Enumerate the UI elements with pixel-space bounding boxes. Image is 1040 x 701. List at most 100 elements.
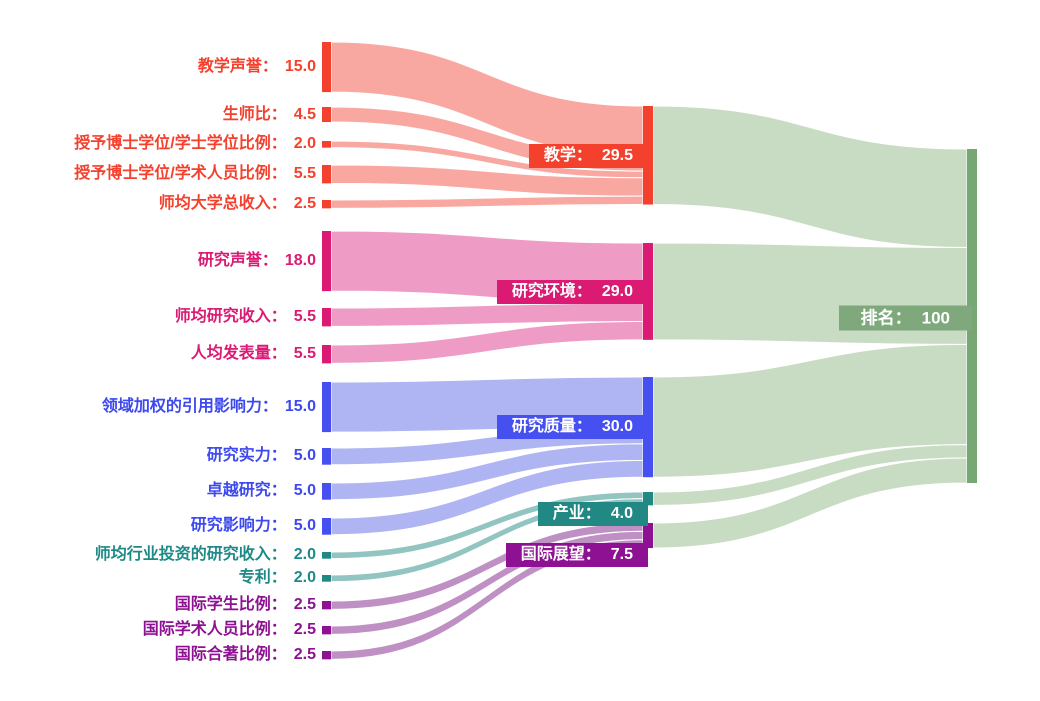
left-node-label: 国际学术人员比例：2.5	[143, 622, 316, 638]
mid-node-label: 研究环境：29.0	[496, 279, 648, 304]
label-value: 15.0	[284, 58, 316, 76]
label-colon: ：	[270, 569, 287, 587]
left-node-label: 研究影响力：5.0	[191, 518, 316, 534]
label-text: 卓越研究	[206, 482, 271, 500]
label-value: 5.5	[293, 165, 316, 183]
node-teaching-source-4[interactable]	[322, 200, 331, 209]
label-colon: ：	[575, 146, 592, 164]
label-text: 师均研究收入	[174, 308, 271, 326]
label-text: 授予博士学位/学士学位比例	[74, 135, 271, 153]
label-colon: ：	[270, 646, 287, 664]
flow-teaching-to-final[interactable]	[652, 105, 968, 249]
label-value: 4.5	[293, 105, 316, 123]
node-research-quality-source-1[interactable]	[322, 448, 331, 465]
node-research-environment[interactable]	[643, 243, 653, 340]
node-international-outlook-source-2[interactable]	[322, 651, 331, 660]
node-teaching-source-1[interactable]	[322, 107, 331, 123]
node-research-environment-source-1[interactable]	[322, 308, 331, 327]
node-teaching-source-3[interactable]	[322, 165, 331, 184]
label-value: 18.0	[284, 252, 316, 270]
node-teaching[interactable]	[643, 106, 653, 205]
label-colon: ：	[270, 517, 287, 535]
label-colon: ：	[270, 135, 287, 153]
mid-node-label: 教学： 29.5	[528, 143, 648, 168]
node-research-environment-source-2[interactable]	[322, 345, 331, 364]
label-value: 5.0	[293, 482, 316, 500]
label-text: 教学	[543, 146, 576, 164]
label-value: 2.5	[293, 195, 316, 213]
node-international-outlook-source-0[interactable]	[322, 601, 331, 610]
label-text: 国际学术人员比例	[142, 621, 271, 639]
label-value: 30.0	[601, 418, 633, 435]
label-text: 师均大学总收入	[158, 195, 271, 213]
label-colon: ：	[261, 398, 278, 416]
label-text: 生师比	[222, 105, 271, 123]
label-text: 专利	[238, 569, 271, 587]
node-final-ranking[interactable]	[967, 149, 977, 483]
left-node-label: 领域加权的引用影响力： 15.0	[102, 399, 316, 415]
label-value: 15.0	[284, 398, 316, 416]
node-research-quality[interactable]	[643, 377, 653, 478]
label-colon: ：	[270, 105, 287, 123]
label-text: 研究声誉	[197, 252, 262, 270]
label-text: 师均行业投资的研究收入	[94, 546, 271, 564]
label-text: 国际展望	[520, 546, 585, 563]
label-value: 2.5	[293, 621, 316, 639]
label-colon: ：	[270, 308, 287, 326]
label-text: 研究质量	[511, 418, 576, 435]
final-node-label: 排名： 100	[838, 305, 972, 331]
node-research-environment-source-0[interactable]	[322, 231, 331, 292]
label-text: 排名	[860, 308, 895, 328]
node-international-outlook[interactable]	[643, 523, 653, 549]
left-node-label: 卓越研究： 5.0	[207, 483, 316, 499]
label-colon: ：	[575, 282, 592, 300]
label-colon: ：	[270, 447, 287, 465]
label-text: 研究实力	[206, 447, 271, 465]
label-colon: ：	[261, 252, 278, 270]
left-node-label: 国际合著比例：2.5	[175, 647, 316, 663]
flow-teaching-source-4[interactable]	[330, 195, 644, 209]
label-text: 国际合著比例	[174, 646, 271, 664]
node-teaching-source-2[interactable]	[322, 141, 331, 148]
left-node-label: 国际学生比例： 2.5	[175, 597, 316, 613]
label-colon: ：	[270, 596, 287, 614]
label-value: 5.5	[293, 345, 316, 363]
mid-node-label: 产业：4.0	[537, 502, 648, 526]
label-text: 国际学生比例	[174, 596, 271, 614]
node-industry-source-1[interactable]	[322, 575, 331, 582]
label-text: 领域加权的引用影响力	[101, 398, 262, 416]
label-text: 人均发表量	[190, 345, 271, 363]
label-colon: ：	[584, 546, 601, 563]
label-text: 教学声誉	[197, 58, 262, 76]
node-layer	[322, 42, 977, 660]
left-node-label: 研究声誉： 18.0	[198, 253, 316, 269]
node-teaching-source-0[interactable]	[322, 42, 331, 93]
label-value: 2.5	[293, 596, 316, 614]
label-value: 4.0	[610, 505, 633, 522]
left-node-label: 师均大学总收入：2.5	[159, 196, 316, 212]
node-research-quality-source-2[interactable]	[322, 483, 331, 500]
node-research-quality-source-3[interactable]	[322, 518, 331, 535]
label-value: 5.5	[293, 308, 316, 326]
label-colon: ：	[575, 418, 592, 435]
node-industry[interactable]	[643, 492, 653, 506]
label-colon: ：	[261, 58, 278, 76]
flow-research-environment-source-2[interactable]	[330, 320, 644, 364]
mid-node-label: 研究质量： 30.0	[496, 415, 648, 439]
label-value: 29.5	[601, 146, 633, 164]
left-node-label: 师均行业投资的研究收入： 2.0	[95, 547, 316, 563]
label-value: 2.0	[293, 135, 316, 153]
label-value: 2.0	[293, 546, 316, 564]
node-research-quality-source-0[interactable]	[322, 382, 331, 433]
label-value: 100	[921, 308, 950, 328]
node-international-outlook-source-1[interactable]	[322, 626, 331, 635]
label-colon: ：	[584, 505, 601, 522]
node-industry-source-0[interactable]	[322, 552, 331, 559]
label-colon: ：	[270, 482, 287, 500]
label-colon: ：	[270, 546, 287, 564]
label-value: 2.0	[293, 569, 316, 587]
label-value: 5.0	[293, 517, 316, 535]
left-node-label: 授予博士学位/学士学位比例： 2.0	[74, 136, 316, 152]
label-colon: ：	[894, 308, 912, 328]
